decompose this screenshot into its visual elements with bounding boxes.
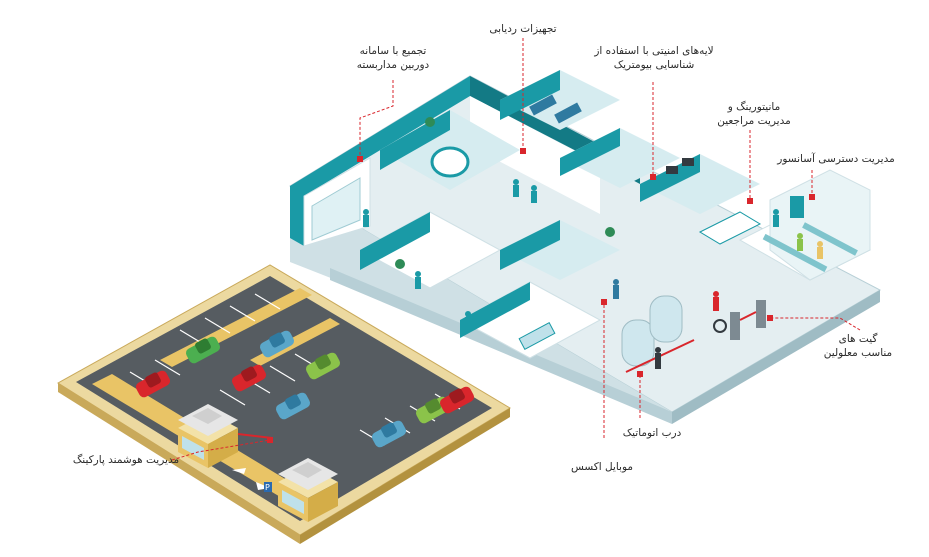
car (439, 386, 475, 414)
room-office-wall (360, 212, 430, 270)
hospital-bed (518, 322, 556, 350)
hospital-bed (529, 94, 557, 116)
car (135, 370, 171, 398)
back-wall-left (290, 76, 470, 246)
room-consult-wall (500, 220, 560, 270)
callout-leaders (171, 38, 861, 461)
building-slab-front-right (672, 290, 880, 424)
parked-cars (135, 330, 475, 448)
guard-booth (178, 404, 238, 468)
waiting-chairs (762, 222, 858, 273)
parking-base-side-right (300, 408, 510, 544)
back-wall-inner (470, 96, 600, 214)
label-automatic-door: درب اتوماتیک (622, 427, 682, 439)
car (275, 392, 311, 420)
room-ward-wall (500, 70, 560, 120)
room-lab-wall (560, 128, 620, 176)
hospital-building (289, 70, 882, 424)
label-biometric-security: لایه‌های امنیتی با استفاده از شناسایی بی… (594, 45, 714, 71)
label-smart-parking: مدیریت هوشمند پارکینگ (72, 454, 180, 466)
label-mobile-access: موبایل اکسس (570, 461, 634, 473)
elevator-door (790, 196, 804, 218)
reception-desk (698, 211, 762, 245)
room-patient-wall (460, 282, 530, 338)
building-slab-front-left (330, 268, 672, 424)
car (185, 336, 221, 364)
wheelchair-icon (713, 319, 727, 333)
parking-asphalt (76, 276, 492, 521)
car (231, 364, 267, 392)
arrow-icon (232, 468, 246, 474)
people (363, 179, 823, 369)
hospital-bed (554, 102, 582, 124)
svg-text:P: P (265, 483, 270, 492)
label-accessible-gates: گیت های مناسب معلولین (823, 333, 893, 359)
label-visitor-monitoring: مانیتورینگ و مدیریت مراجعین (717, 101, 791, 127)
monitor-screen (666, 166, 678, 174)
plants (395, 117, 615, 269)
label-elevator-access: مدیریت دسترسی آسانسور (777, 153, 895, 165)
monitor-screen (682, 158, 694, 166)
car (305, 352, 341, 380)
callout-dots (267, 148, 815, 443)
parking-base-side-left (58, 383, 300, 544)
mri-scanner (430, 146, 470, 178)
room-pharmacy-shelf (311, 177, 361, 241)
label-cctv-integration: تجمیع با سامانه دوربین مداربسته (356, 45, 430, 71)
automatic-door (621, 295, 683, 367)
car (371, 420, 407, 448)
accessible-gate (730, 300, 766, 340)
label-tracking-equipment: تجهیزات ردیابی (489, 23, 557, 35)
parking-sign-icon (264, 482, 272, 492)
guard-booth (278, 458, 338, 522)
car (259, 330, 295, 358)
barrier-arm (237, 433, 273, 439)
parking-lot: P (57, 264, 511, 544)
